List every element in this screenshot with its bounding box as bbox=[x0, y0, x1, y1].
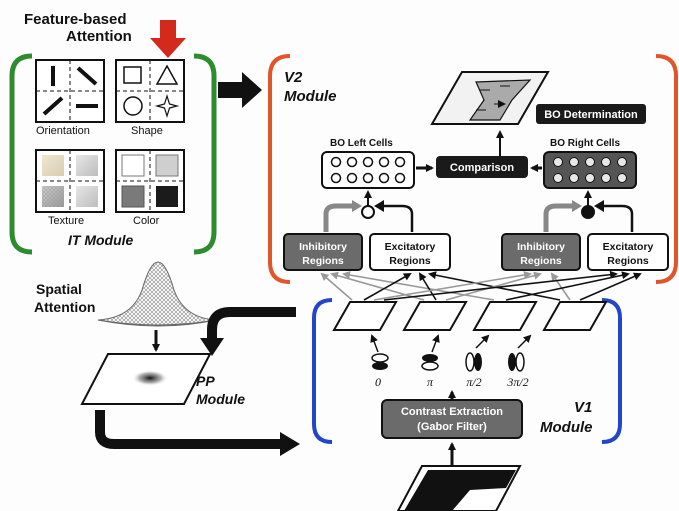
inhibitory-left-label-2: Regions bbox=[302, 255, 344, 267]
shape-label: Shape bbox=[131, 125, 163, 137]
v1-module-label: Module bbox=[540, 419, 593, 436]
excitatory-left-feed bbox=[380, 204, 414, 232]
contrast-label: Contrast Extraction bbox=[401, 406, 503, 418]
v1-bracket-right bbox=[601, 298, 622, 444]
angle-pi: π bbox=[427, 375, 434, 389]
excitatory-regions-left bbox=[369, 233, 451, 271]
excitatory-left-label-2: Regions bbox=[389, 255, 431, 267]
excitatory-left-label: Excitatory bbox=[385, 241, 436, 253]
angle-0: 0 bbox=[375, 375, 381, 389]
bo-output-image bbox=[430, 71, 550, 125]
v1-orientation-planes bbox=[332, 301, 608, 331]
angle-3pi-2: 3π/2 bbox=[506, 375, 528, 389]
feature-attention-label: Feature-based bbox=[24, 11, 127, 28]
attention-down-arrow-icon bbox=[150, 20, 186, 58]
color-label: Color bbox=[133, 215, 160, 227]
pp-module-label: Module bbox=[196, 391, 245, 407]
contrast-label-2: (Gabor Filter) bbox=[417, 421, 487, 433]
bo-right-label: BO Right Cells bbox=[550, 138, 620, 149]
pp-to-v1-path bbox=[95, 410, 282, 449]
v1-to-pp-path bbox=[207, 307, 296, 342]
bo-determination-box bbox=[536, 104, 646, 124]
v1-v2-connections bbox=[320, 270, 642, 301]
inhibitory-left-feed bbox=[323, 203, 356, 232]
pp-label: PP bbox=[196, 373, 215, 389]
v1-label: V1 bbox=[574, 399, 592, 416]
v1-to-pp-arrowhead-icon bbox=[200, 338, 224, 356]
bo-left-cells bbox=[321, 151, 415, 189]
spatial-gaussian-icon bbox=[97, 261, 217, 327]
color-panel bbox=[115, 149, 185, 213]
it-bracket-left bbox=[9, 53, 33, 255]
texture-label: Texture bbox=[48, 215, 84, 227]
orientation-panel bbox=[35, 59, 105, 123]
bo-right-cells bbox=[543, 151, 637, 189]
spatial-attention-label-2: Attention bbox=[34, 299, 95, 315]
it-module-label: IT Module bbox=[68, 232, 134, 248]
spatial-attention-label: Spatial bbox=[36, 281, 82, 297]
inhibitory-right-feed bbox=[543, 203, 576, 232]
bo-left-label: BO Left Cells bbox=[330, 138, 393, 149]
feature-attention-label-2: Attention bbox=[66, 28, 132, 45]
it-bracket-right bbox=[193, 53, 217, 255]
it-to-v2-arrow-icon bbox=[218, 72, 262, 108]
inhibitory-left-label: Inhibitory bbox=[299, 241, 347, 253]
shape-panel bbox=[115, 59, 185, 123]
excitatory-regions-right bbox=[587, 233, 669, 271]
contrast-extraction-box bbox=[381, 399, 523, 439]
v1-bracket-left bbox=[312, 298, 333, 444]
inhibitory-regions-left bbox=[283, 233, 363, 271]
input-image bbox=[396, 465, 522, 511]
orientation-label: Orientation bbox=[36, 125, 90, 137]
inhibitory-right-label: Inhibitory bbox=[517, 241, 565, 253]
square-icon bbox=[123, 66, 142, 84]
v2-bracket-left bbox=[268, 54, 291, 284]
triangle-icon bbox=[155, 64, 179, 85]
angle-pi-2: π/2 bbox=[466, 375, 481, 389]
inhibitory-regions-right bbox=[501, 233, 581, 271]
right-combine-node bbox=[581, 205, 595, 219]
comparison-box bbox=[436, 156, 528, 178]
v2-bracket-right bbox=[655, 54, 678, 284]
texture-panel bbox=[35, 149, 105, 213]
star-icon bbox=[154, 93, 180, 119]
pp-to-v1-arrowhead-icon bbox=[280, 432, 300, 456]
excitatory-right-label: Excitatory bbox=[603, 241, 654, 253]
comparison-label: Comparison bbox=[450, 162, 514, 174]
circle-icon bbox=[123, 96, 143, 116]
gabor-filters bbox=[370, 334, 532, 372]
v2-module-label: Module bbox=[284, 88, 337, 105]
left-combine-node bbox=[361, 205, 375, 219]
attention-spot bbox=[132, 370, 168, 386]
v2-label: V2 bbox=[284, 69, 303, 86]
bo-determination-label: BO Determination bbox=[544, 109, 638, 121]
excitatory-right-label-2: Regions bbox=[607, 255, 649, 267]
inhibitory-right-label-2: Regions bbox=[520, 255, 562, 267]
excitatory-right-feed bbox=[600, 204, 634, 232]
